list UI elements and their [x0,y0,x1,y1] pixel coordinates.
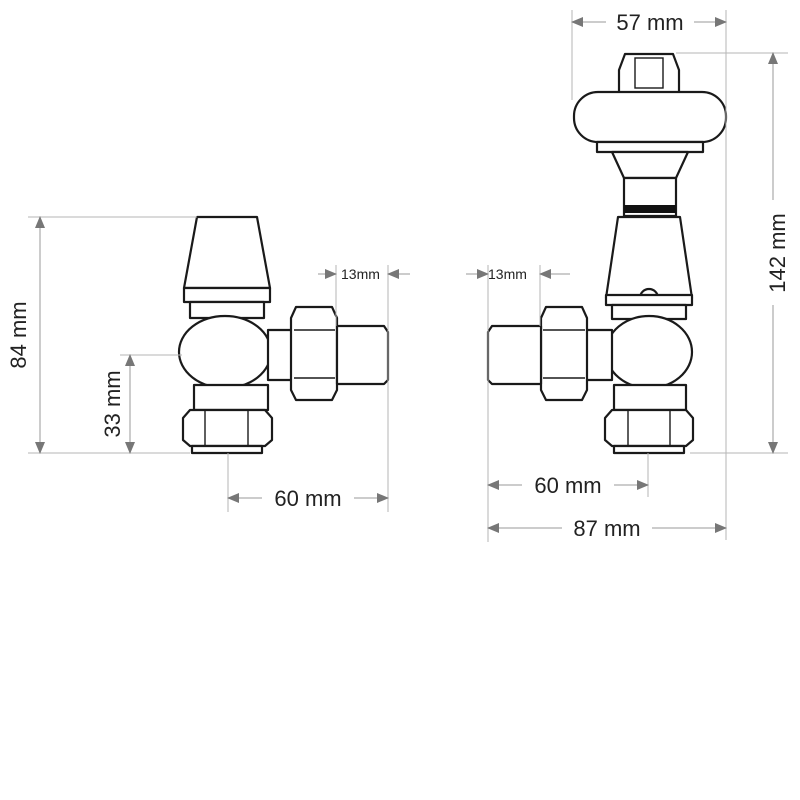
left-dimensions [28,216,410,512]
left-inlet-height-label: 33 mm [100,370,125,437]
left-thread-label: 13mm [341,266,380,282]
left-height-label: 84 mm [6,301,31,368]
left-width-label: 60 mm [274,486,341,511]
right-height-label: 142 mm [765,213,790,292]
thermostatic-angled-valve [486,52,728,455]
right-thread-label: 13mm [488,266,527,282]
right-width-label: 60 mm [534,473,601,498]
right-head-width-label: 57 mm [616,10,683,35]
manual-angled-valve [177,215,390,455]
right-dimensions [466,10,788,542]
right-total-width-label: 87 mm [573,516,640,541]
